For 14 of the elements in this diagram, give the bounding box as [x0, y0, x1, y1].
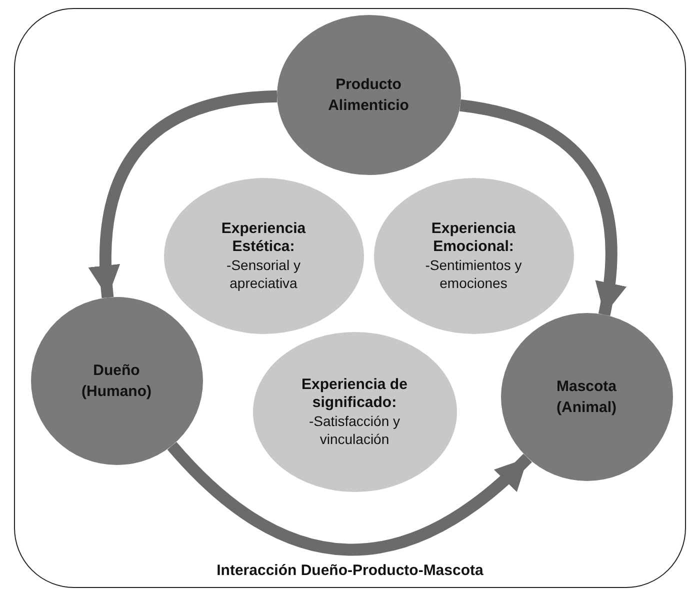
node-title: Experiencia Emocional:	[430, 220, 517, 256]
diagram-frame	[14, 8, 686, 588]
node-title: Experiencia Estética:	[220, 220, 307, 256]
node-text: -Sensorial y apreciativa	[226, 256, 302, 292]
node-title: Experiencia de significado:	[300, 376, 408, 412]
curved-arrow	[168, 442, 532, 556]
caption-text: Interacción Dueño-Producto-Mascota	[216, 562, 484, 579]
node-text: -Satisfacción y vinculación	[308, 412, 402, 448]
node-title: Producto Alimenticio	[327, 74, 410, 116]
curved-arrow	[459, 99, 626, 316]
curved-arrow	[90, 90, 278, 298]
node-text: -Sentimientos y emociones	[424, 256, 523, 292]
node-title: Dueño (Humano)	[80, 360, 152, 402]
node-title: Mascota (Animal)	[555, 376, 618, 418]
